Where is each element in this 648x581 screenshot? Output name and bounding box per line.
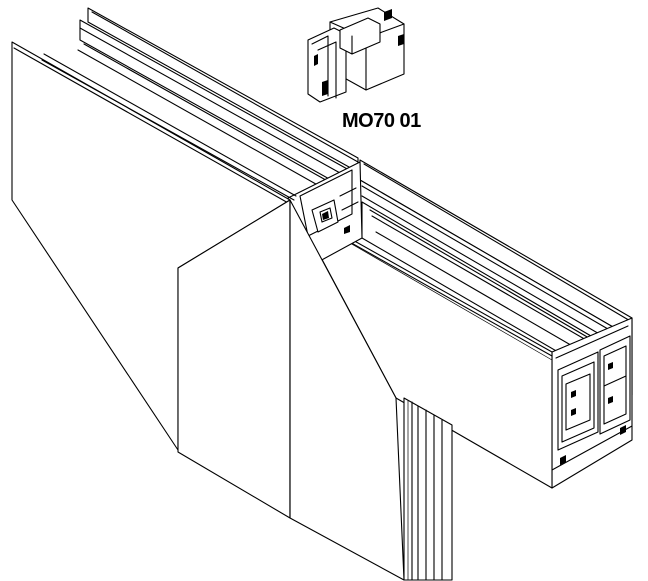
mo70-accessory-icon xyxy=(307,7,405,103)
front-panels xyxy=(177,199,405,581)
vertical-mullion xyxy=(403,397,453,581)
part-code-label: MO70 01 xyxy=(342,110,421,132)
profile-section xyxy=(551,317,633,489)
